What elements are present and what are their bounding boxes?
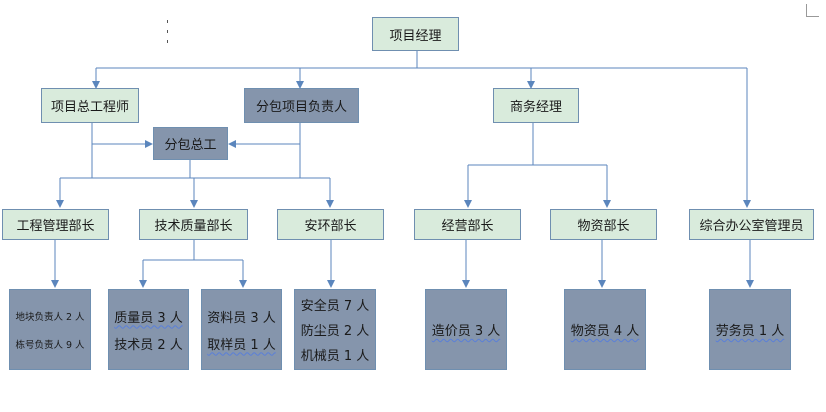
node-label: 分包总工 <box>164 138 217 153</box>
staff-line: 防尘员 2 人 <box>300 324 370 339</box>
node-label: 经营部长 <box>441 219 494 234</box>
staff-line: 质量员 3 人 <box>114 310 183 326</box>
node-label: 分包项目负责人 <box>255 100 347 115</box>
page-corner-mark <box>806 4 819 17</box>
staff-line: 取样员 1 人 <box>207 337 276 353</box>
node-office-admin: 综合办公室管理员 <box>689 209 814 240</box>
staff-line: 栋号负责人 9 人 <box>15 339 85 351</box>
node-label: 技术质量部长 <box>154 219 233 234</box>
node-label: 工程管理部长 <box>16 219 95 234</box>
node-materials-dept: 物资部长 <box>550 209 657 240</box>
node-labor-staff: 劳务员 1 人 <box>709 289 791 370</box>
node-safety-staff: 安全员 7 人 防尘员 2 人 机械员 1 人 <box>294 289 376 370</box>
node-business-dept: 经营部长 <box>414 209 521 240</box>
staff-line: 资料员 3 人 <box>207 310 276 326</box>
staff-line: 造价员 3 人 <box>431 324 501 339</box>
staff-line: 物资员 4 人 <box>570 324 640 339</box>
node-label: 安环部长 <box>304 219 357 234</box>
staff-line: 安全员 7 人 <box>300 299 370 314</box>
staff-line: 技术员 2 人 <box>114 337 183 353</box>
node-materials-staff: 物资员 4 人 <box>564 289 646 370</box>
editor-marks <box>166 20 170 54</box>
node-label: 项目经理 <box>389 28 442 44</box>
node-sub-chief: 分包总工 <box>153 127 228 160</box>
node-label: 物资部长 <box>577 219 630 234</box>
staff-line: 地块负责人 2 人 <box>15 311 85 323</box>
node-label: 商务经理 <box>509 100 562 115</box>
node-quality-tech-staff: 质量员 3 人 技术员 2 人 <box>108 289 189 370</box>
node-cost-staff: 造价员 3 人 <box>425 289 507 370</box>
node-sub-project-lead: 分包项目负责人 <box>244 88 359 123</box>
node-chief-engineer: 项目总工程师 <box>41 88 139 123</box>
staff-line: 机械员 1 人 <box>300 349 370 364</box>
node-project-manager: 项目经理 <box>372 17 459 51</box>
node-label: 综合办公室管理员 <box>699 219 804 234</box>
node-label: 项目总工程师 <box>50 100 129 115</box>
node-doc-sampling-staff: 资料员 3 人 取样员 1 人 <box>201 289 282 370</box>
node-engineering-dept: 工程管理部长 <box>2 209 109 240</box>
node-safety-env-dept: 安环部长 <box>277 209 384 240</box>
staff-line: 劳务员 1 人 <box>715 324 785 339</box>
node-engineering-staff: 地块负责人 2 人 栋号负责人 9 人 <box>9 289 91 370</box>
node-tech-quality-dept: 技术质量部长 <box>139 209 248 240</box>
node-commercial-manager: 商务经理 <box>493 88 579 123</box>
